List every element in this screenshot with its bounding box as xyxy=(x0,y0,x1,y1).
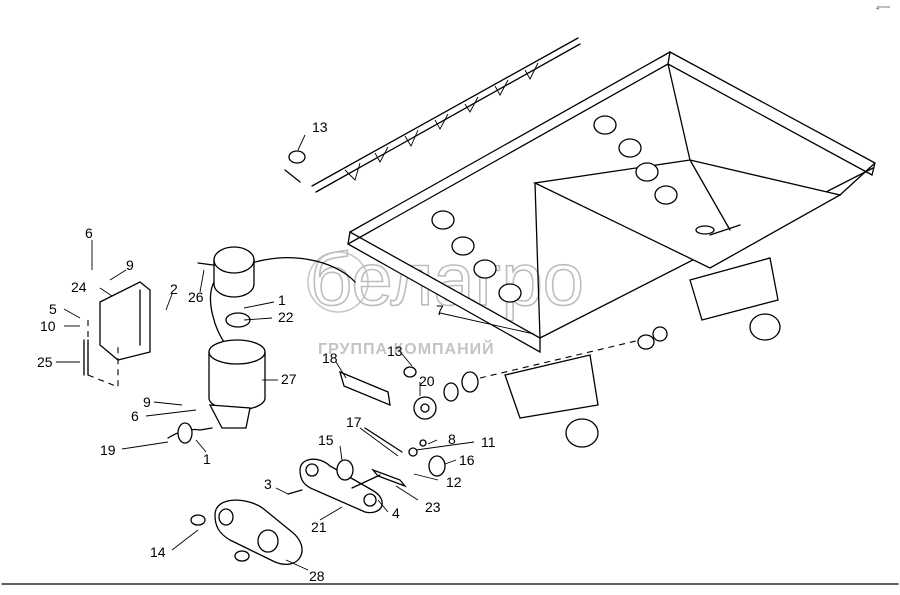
callout-12: 12 xyxy=(446,474,462,490)
callout-24: 24 xyxy=(71,279,87,295)
callout-3: 3 xyxy=(264,476,272,492)
left-bracket xyxy=(83,281,151,388)
callout-9-lower: 9 xyxy=(143,394,151,410)
callout-4: 4 xyxy=(392,505,400,521)
callout-21: 22 xyxy=(278,309,294,325)
callout-8: 8 xyxy=(448,431,456,447)
callout-15: 15 xyxy=(318,432,334,448)
watermark-sub: ГРУППА КОМПАНИЙ xyxy=(318,339,495,358)
chain-and-sprocket xyxy=(339,326,668,420)
callout-28: 28 xyxy=(309,568,325,584)
callout-23: 23 xyxy=(425,499,441,515)
callout-27: 27 xyxy=(281,371,297,387)
callout-6-top: 6 xyxy=(85,225,93,241)
leader-lines xyxy=(56,134,535,571)
callout-10: 10 xyxy=(40,318,56,334)
callout-13-mid: 13 xyxy=(387,343,403,359)
spiked-shaft xyxy=(284,37,581,193)
callout-1-upper: 1 xyxy=(278,292,286,308)
callout-19: 19 xyxy=(100,442,116,458)
callout-16: 16 xyxy=(459,452,475,468)
callout-17: 17 xyxy=(346,414,362,430)
callout-7: 7 xyxy=(436,302,444,318)
belt-guard xyxy=(190,499,303,565)
callout-2: 2 xyxy=(170,281,178,297)
callout-1-lower: 1 xyxy=(203,451,211,467)
callout-22: 21 xyxy=(311,519,327,535)
corner-mark: 4ᴹ³⁴⁰⁶ xyxy=(876,6,890,12)
callout-26: 26 xyxy=(188,289,204,305)
watermark-main: белагро xyxy=(310,238,584,321)
callout-18: 18 xyxy=(322,350,338,366)
callout-14: 14 xyxy=(150,544,166,560)
callout-25: 25 xyxy=(37,354,53,370)
callout-5: 5 xyxy=(49,301,57,317)
callout-6-lower: 6 xyxy=(131,408,139,424)
callout-9-top: 9 xyxy=(126,257,134,273)
tension-arm xyxy=(287,427,446,514)
hopper-frame xyxy=(347,50,876,448)
callout-11: 11 xyxy=(481,434,496,450)
callout-labels: 13 6 9 24 2 26 1 5 22 10 25 7 13 18 20 2… xyxy=(37,119,496,584)
motor-assembly xyxy=(167,246,356,444)
callout-20: 20 xyxy=(419,373,435,389)
callout-13-top: 13 xyxy=(312,119,328,135)
